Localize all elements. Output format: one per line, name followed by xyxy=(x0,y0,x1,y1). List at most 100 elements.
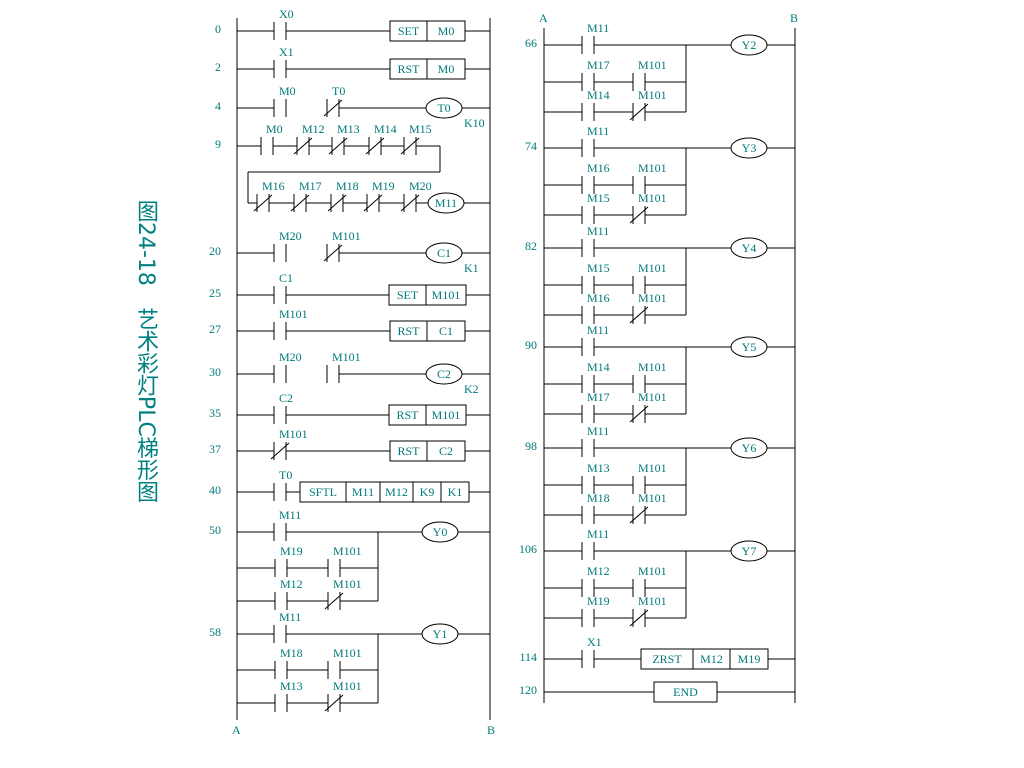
contact-label: M17 xyxy=(299,179,322,193)
contact-m19: M19 xyxy=(363,179,395,212)
coil-y3: Y3 xyxy=(730,137,768,159)
contact-m13: M13 xyxy=(274,679,303,712)
contact-m101: M101 xyxy=(629,191,667,224)
contact-m12: M12 xyxy=(274,577,303,610)
instruction-set: SET M0 xyxy=(389,20,466,42)
contact-label: M15 xyxy=(587,191,610,205)
instruction-cell: M0 xyxy=(438,24,455,38)
contact-m11: M11 xyxy=(273,610,301,643)
instruction-cell: M101 xyxy=(432,288,461,302)
rail-label-b: B xyxy=(790,11,798,25)
contact-label: M16 xyxy=(587,161,610,175)
contact-label: M17 xyxy=(587,390,610,404)
contact-label: M101 xyxy=(332,350,361,364)
contact-m0: M0 xyxy=(260,122,283,155)
contact-label: M101 xyxy=(638,191,667,205)
contact-m101: M101 xyxy=(629,390,667,423)
coil-label: Y5 xyxy=(742,340,757,354)
contact-label: M0 xyxy=(266,122,283,136)
step-number: 4 xyxy=(215,99,221,113)
contact-label: M101 xyxy=(333,577,362,591)
contact-label: M19 xyxy=(587,594,610,608)
contact-m14: M14 xyxy=(581,360,610,393)
instruction-cell: RST xyxy=(397,324,420,338)
contact-label: M14 xyxy=(374,122,397,136)
contact-m13: M13 xyxy=(581,461,610,494)
rail-label-a: A xyxy=(232,723,241,737)
step-number: 58 xyxy=(209,625,221,639)
contact-label: M14 xyxy=(587,88,610,102)
coil-label: M11 xyxy=(435,196,457,210)
coil-setting: K2 xyxy=(464,382,479,396)
contact-label: M101 xyxy=(638,390,667,404)
rail-label-b: B xyxy=(487,723,495,737)
contact-m16: M16 xyxy=(581,161,610,194)
figure-caption: 图24-18 艺术彩灯PLC梯形图 xyxy=(133,200,158,503)
step-number: 50 xyxy=(209,523,221,537)
contact-m14: M14 xyxy=(581,88,610,121)
step-number: 0 xyxy=(215,22,221,36)
contact-label: M13 xyxy=(587,461,610,475)
contact-m0: M0 xyxy=(273,84,296,117)
contact-m101: M101 xyxy=(327,646,362,679)
contact-label: M11 xyxy=(587,124,609,138)
contact-label: M101 xyxy=(638,360,667,374)
instruction-cell: M11 xyxy=(352,485,374,499)
coil-y2: Y2 xyxy=(730,34,768,56)
step-number: 74 xyxy=(525,139,537,153)
contact-m19: M19 xyxy=(274,544,303,577)
rail-label-a: A xyxy=(539,11,548,25)
contact-label: M12 xyxy=(587,564,610,578)
contact-m11: M11 xyxy=(581,21,609,54)
contact-label: X1 xyxy=(279,45,294,59)
contact-m12: M12 xyxy=(293,122,325,155)
contact-label: M11 xyxy=(587,224,609,238)
coil-label: Y0 xyxy=(433,525,448,539)
instruction-cell: M12 xyxy=(385,485,408,499)
coil-setting: K10 xyxy=(464,116,485,130)
contact-label: M15 xyxy=(409,122,432,136)
contact-label: X1 xyxy=(587,635,602,649)
contact-label: T0 xyxy=(279,468,292,482)
contact-m15: M15 xyxy=(581,261,610,294)
contact-label: M101 xyxy=(333,544,362,558)
contact-c1: C1 xyxy=(273,271,293,304)
step-number: 82 xyxy=(525,239,537,253)
step-number: 90 xyxy=(525,338,537,352)
contact-label: M101 xyxy=(332,229,361,243)
contact-x1: X1 xyxy=(581,635,602,668)
step-number: 9 xyxy=(215,137,221,151)
contact-label: M15 xyxy=(587,261,610,275)
contact-m13: M13 xyxy=(328,122,360,155)
step-number: 120 xyxy=(519,683,537,697)
contact-m101: M101 xyxy=(324,679,362,712)
step-number: 37 xyxy=(209,442,221,456)
contact-label: M12 xyxy=(280,577,303,591)
instruction-cell: RST xyxy=(397,444,420,458)
coil-y7: Y7 xyxy=(730,540,768,562)
coil-label: C1 xyxy=(437,246,451,260)
contact-m18: M18 xyxy=(581,491,610,524)
contact-m16: M16 xyxy=(253,179,285,212)
contact-m11: M11 xyxy=(581,527,609,560)
contact-m101: M101 xyxy=(629,88,667,121)
coil-label: T0 xyxy=(437,101,450,115)
contact-label: X0 xyxy=(279,7,294,21)
contact-label: M101 xyxy=(279,427,308,441)
contact-label: M13 xyxy=(337,122,360,136)
contact-m11: M11 xyxy=(581,323,609,356)
contact-label: M20 xyxy=(279,229,302,243)
contact-label: M101 xyxy=(638,291,667,305)
coil-label: Y1 xyxy=(433,627,448,641)
contact-label: M0 xyxy=(279,84,296,98)
contact-label: M101 xyxy=(638,491,667,505)
contact-m17: M17 xyxy=(581,390,610,423)
instruction-cell: RST xyxy=(396,408,419,422)
step-number: 30 xyxy=(209,365,221,379)
instruction-cell: SET xyxy=(398,24,420,38)
